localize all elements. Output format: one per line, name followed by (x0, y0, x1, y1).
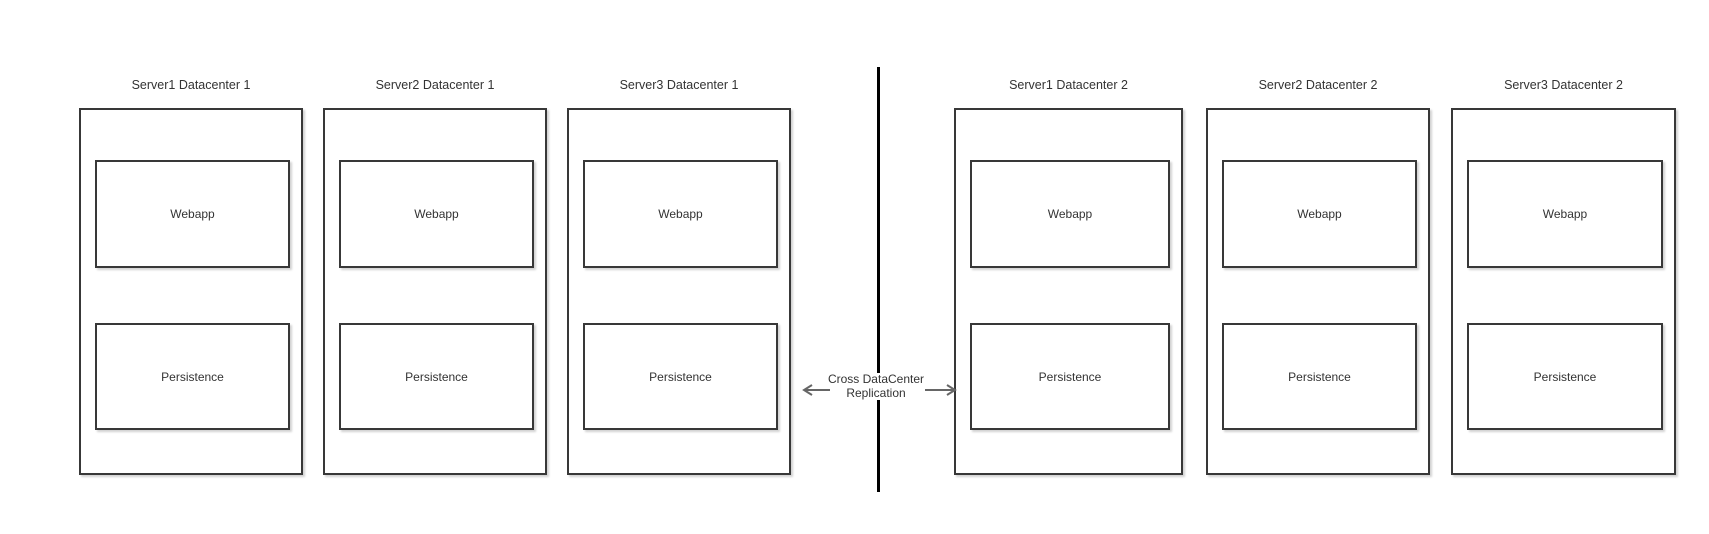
server2-datacenter2-group: Server2 Datacenter 2 Webapp Persistence (1206, 78, 1430, 475)
server-title: Server3 Datacenter 2 (1504, 78, 1623, 92)
webapp-node: Webapp (970, 160, 1170, 268)
server-title: Server2 Datacenter 2 (1258, 78, 1378, 92)
persistence-node: Persistence (1222, 323, 1417, 430)
persistence-node: Persistence (95, 323, 290, 430)
replication-label: Cross DataCenter Replication (825, 372, 927, 400)
server3-datacenter2-group: Server3 Datacenter 2 Webapp Persistence (1451, 78, 1676, 475)
server1-datacenter1-group: Server1 Datacenter 1 Webapp Persistence (79, 78, 303, 475)
webapp-node: Webapp (583, 160, 778, 268)
server-title: Server2 Datacenter 1 (375, 78, 495, 92)
server-title: Server1 Datacenter 1 (131, 78, 251, 92)
server2-datacenter1-group: Server2 Datacenter 1 Webapp Persistence (323, 78, 547, 475)
replication-label-line2: Replication (845, 385, 907, 400)
replication-arrow-right-icon (925, 384, 957, 396)
server3-datacenter1-group: Server3 Datacenter 1 Webapp Persistence (567, 78, 791, 475)
persistence-node: Persistence (339, 323, 534, 430)
replication-label-line1: Cross DataCenter (826, 372, 926, 387)
webapp-node: Webapp (339, 160, 534, 268)
persistence-node: Persistence (583, 323, 778, 430)
persistence-node: Persistence (1467, 323, 1663, 430)
webapp-node: Webapp (95, 160, 290, 268)
persistence-node: Persistence (970, 323, 1170, 430)
server-title: Server3 Datacenter 1 (619, 78, 739, 92)
webapp-node: Webapp (1467, 160, 1663, 268)
server1-datacenter2-group: Server1 Datacenter 2 Webapp Persistence (954, 78, 1183, 475)
datacenter-divider-line (877, 67, 880, 492)
webapp-node: Webapp (1222, 160, 1417, 268)
replication-arrow-left-icon (802, 384, 830, 396)
server-title: Server1 Datacenter 2 (1009, 78, 1128, 92)
